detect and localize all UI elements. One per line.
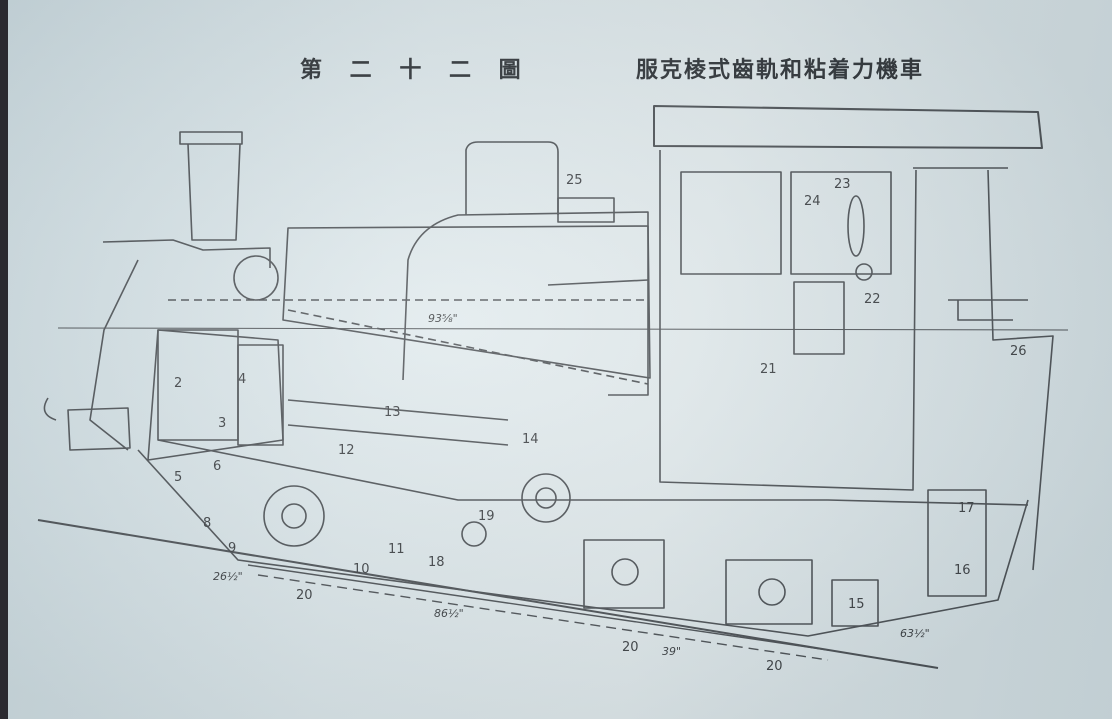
- locomotive-drawing: 2 3 4 5 6 8 9 10 11 12 13 14 15 16 17 18…: [37, 105, 1069, 674]
- callout-3: 3: [218, 416, 226, 431]
- rack-wheels: [263, 473, 879, 627]
- steam-dome: [465, 141, 615, 223]
- dimension-rear: 63½": [900, 627, 930, 640]
- smokestack: [179, 131, 243, 241]
- callout-26: 26: [1010, 344, 1027, 359]
- callout-14: 14: [522, 432, 539, 447]
- callout-8: 8: [203, 516, 211, 531]
- smokebox: [43, 239, 284, 461]
- callout-24: 24: [804, 194, 821, 209]
- frame: [137, 449, 1029, 637]
- callout-19: 19: [478, 509, 495, 524]
- cylinder-assembly: [157, 329, 509, 446]
- boiler: [57, 225, 1069, 385]
- figure-caption: 服克棱式齒軌和粘着力機車: [636, 57, 925, 83]
- callout-5: 5: [174, 470, 182, 485]
- callout-22: 22: [864, 292, 881, 307]
- callout-20b: 20: [622, 640, 639, 655]
- callout-20a: 20: [296, 588, 313, 603]
- dimension-boiler: 93⅝": [428, 312, 458, 325]
- callout-23: 23: [834, 177, 851, 192]
- paper-page: 第 二 十 二 圖 服克棱式齒軌和粘着力機車: [8, 0, 1112, 719]
- callout-18: 18: [428, 555, 445, 570]
- side-tank: [402, 211, 649, 396]
- callout-25: 25: [566, 173, 583, 188]
- dimension-front: 26½": [213, 570, 243, 583]
- callout-11: 11: [388, 542, 405, 557]
- callout-15: 15: [848, 597, 865, 612]
- callout-12: 12: [338, 443, 355, 458]
- callout-20c: 20: [766, 659, 783, 674]
- cab: [653, 105, 1054, 571]
- callout-2: 2: [174, 376, 182, 391]
- callout-13: 13: [384, 405, 401, 420]
- running-board: [157, 439, 1029, 506]
- callout-4: 4: [238, 372, 246, 387]
- callout-10: 10: [353, 562, 370, 577]
- dimension-rack: 39": [662, 645, 681, 658]
- figure-number: 第 二 十 二 圖: [300, 57, 531, 83]
- callout-17: 17: [958, 501, 975, 516]
- callout-21: 21: [760, 362, 777, 377]
- dimension-wheelbase: 86½": [434, 607, 464, 620]
- callout-9: 9: [228, 541, 236, 556]
- callout-16: 16: [954, 563, 971, 578]
- cab-controls: [793, 195, 1013, 355]
- callout-6: 6: [213, 459, 221, 474]
